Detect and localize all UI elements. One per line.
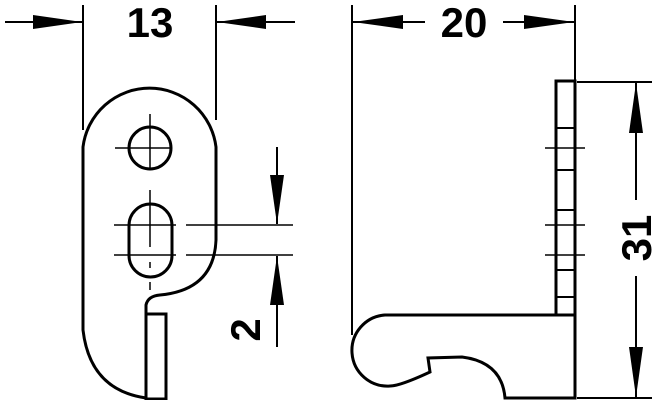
dimension-label-20: 20 bbox=[441, 0, 488, 46]
dimension-label-2: 2 bbox=[222, 318, 269, 341]
dimension-label-31: 31 bbox=[613, 215, 660, 262]
front-view-tab bbox=[144, 312, 168, 400]
front-view-outline bbox=[81, 86, 218, 400]
plate-detail-lines bbox=[545, 127, 585, 298]
dimension-2 bbox=[186, 147, 293, 347]
dimension-31 bbox=[577, 81, 652, 399]
dimension-20 bbox=[351, 5, 576, 335]
dimension-label-13: 13 bbox=[127, 0, 174, 46]
side-view-plate bbox=[554, 79, 577, 317]
side-view-hook bbox=[350, 313, 577, 400]
dimension-13 bbox=[5, 5, 295, 130]
